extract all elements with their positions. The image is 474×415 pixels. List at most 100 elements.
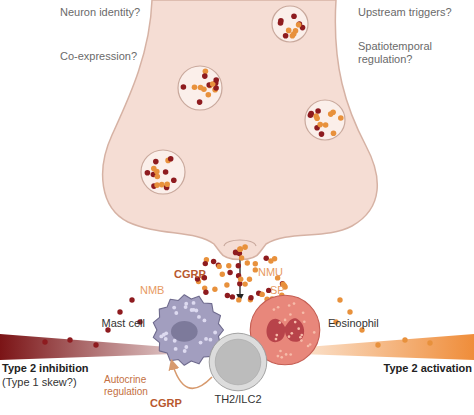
granule: [184, 302, 188, 306]
peptide-dot: [260, 292, 265, 297]
peptide-dot: [402, 337, 407, 342]
text-label: Neuron identity?: [60, 6, 140, 19]
granule: [303, 320, 306, 323]
granule: [288, 335, 291, 338]
granule: [275, 338, 278, 341]
peptide-dot: [253, 261, 258, 266]
granule: [208, 338, 212, 342]
peptide-dot: [206, 92, 212, 98]
peptide-dot: [227, 270, 232, 275]
granule: [162, 333, 166, 337]
nucleus: [215, 339, 261, 385]
peptide-dot: [202, 73, 208, 79]
peptide-dot: [242, 244, 248, 250]
text-label: CGRP: [174, 268, 206, 281]
granule: [285, 353, 288, 356]
text-label: Upstream triggers?: [358, 6, 452, 19]
granule: [184, 345, 188, 349]
peptide-dot: [224, 282, 229, 287]
peptide-dot: [253, 267, 258, 272]
granule: [277, 355, 280, 358]
peptide-dot: [319, 131, 325, 137]
nucleus: [267, 318, 305, 342]
granule: [297, 327, 300, 330]
peptide-dot: [171, 178, 177, 184]
peptide-dot: [163, 169, 169, 175]
granule: [309, 343, 312, 346]
nucleus: [171, 321, 198, 342]
peptide-dot: [211, 259, 216, 264]
granule: [275, 334, 278, 337]
granule: [277, 306, 280, 309]
peptide-dot: [168, 156, 174, 162]
peptide-dot: [296, 22, 302, 28]
peptide-dot: [242, 281, 247, 286]
granule: [273, 308, 276, 311]
peptide-dot: [145, 170, 151, 176]
peptide-dot: [331, 130, 337, 136]
autocrine-arrow: [172, 361, 212, 388]
tcell-node: TH2/ILC2: [208, 332, 268, 392]
granule: [199, 341, 203, 345]
peptide-dot: [117, 309, 122, 314]
granule: [204, 337, 208, 341]
granule: [172, 306, 176, 310]
vesicle: [272, 6, 308, 42]
peptide-dot: [164, 181, 170, 187]
peptide-dot: [203, 69, 209, 75]
peptide-dot: [375, 342, 380, 347]
text-label: (Type 1 skew?): [2, 376, 77, 389]
granule: [213, 331, 217, 335]
vesicle: [305, 100, 345, 140]
peptide-dot: [93, 342, 98, 347]
peptide-dot: [203, 261, 208, 266]
peptide-dot: [236, 263, 241, 268]
granule: [290, 332, 293, 335]
release-pocket: [224, 240, 256, 246]
granule: [278, 321, 281, 324]
text-label: NMU: [258, 266, 283, 279]
granule: [192, 308, 196, 312]
peptide-dot: [338, 115, 344, 121]
peptide-dot: [129, 297, 134, 302]
peptide-dot: [272, 256, 277, 261]
peptide-dot: [153, 159, 159, 165]
vesicle: [178, 66, 222, 110]
granule: [313, 331, 316, 334]
cell-label: Mast cell: [102, 317, 145, 330]
peptide-dot: [245, 260, 250, 265]
peptide-dot: [347, 309, 352, 314]
peptide-dot: [237, 281, 242, 286]
peptide-dot: [236, 297, 241, 302]
peptide-dot: [42, 339, 47, 344]
peptide-dot: [181, 84, 187, 90]
peptide-dot: [286, 28, 292, 34]
granule: [192, 301, 196, 305]
granule: [288, 304, 291, 307]
peptide-dot: [220, 272, 225, 277]
peptide-dot: [217, 264, 222, 269]
peptide-dot: [239, 255, 244, 260]
peptide-dot: [213, 77, 219, 83]
granule: [289, 313, 292, 316]
peptide-dot: [226, 263, 231, 268]
granule: [203, 318, 207, 322]
granule: [173, 339, 177, 343]
peptide-dot: [427, 340, 432, 345]
peptide-dot: [155, 174, 161, 180]
granule: [174, 311, 178, 315]
peptide-dot: [291, 13, 297, 19]
peptide-dot: [315, 108, 321, 114]
peptide-dot: [237, 246, 243, 252]
text-label: SP: [270, 284, 285, 297]
granule: [184, 305, 188, 309]
text-label: Co-expression?: [60, 50, 137, 63]
peptide-dot: [212, 287, 217, 292]
text-label: Type 2 activation: [384, 362, 472, 375]
peptide-dot: [248, 295, 253, 300]
peptide-dot: [201, 86, 207, 92]
peptide-dot: [317, 122, 323, 128]
granule: [284, 319, 287, 322]
granule: [197, 315, 201, 319]
